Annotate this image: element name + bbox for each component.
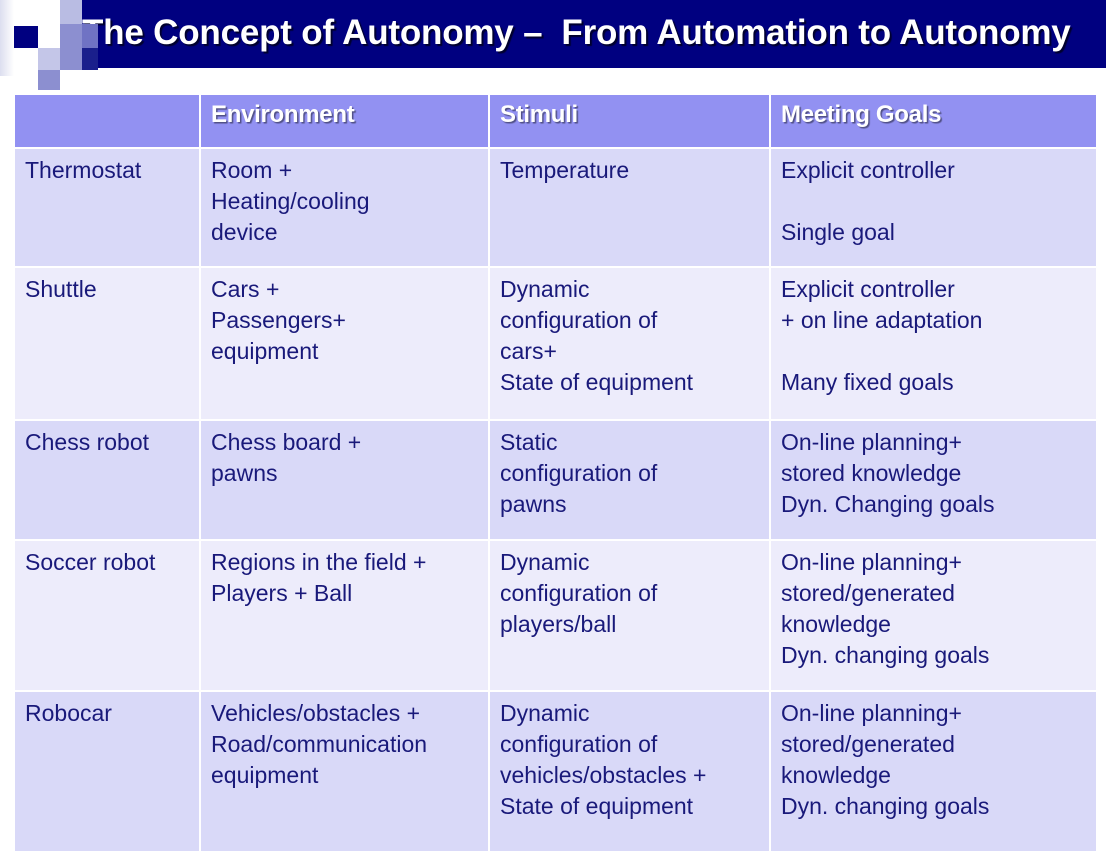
row-label-thermostat: Thermostat [15,149,199,266]
mosaic-square [60,0,82,24]
row-label-chess-robot: Chess robot [15,421,199,539]
mosaic-square [38,70,60,90]
table-row: Soccer robot Regions in the field + Play… [15,541,1096,690]
cell-environment: Chess board + pawns [201,421,488,539]
cell-meeting-goals: Explicit controller Single goal [771,149,1096,266]
autonomy-comparison-table: Environment Stimuli Meeting Goals Thermo… [13,93,1098,853]
cell-meeting-goals: Explicit controller + on line adaptation… [771,268,1096,419]
table-header-row: Environment Stimuli Meeting Goals [15,95,1096,147]
cell-stimuli: Dynamic configuration of players/ball [490,541,769,690]
cell-meeting-goals: On-line planning+ stored/generated knowl… [771,541,1096,690]
decorative-square-mosaic [0,0,110,90]
cell-environment: Cars + Passengers+ equipment [201,268,488,419]
cell-stimuli: Dynamic configuration of cars+ State of … [490,268,769,419]
table-row: Thermostat Room + Heating/cooling device… [15,149,1096,266]
mosaic-square [82,48,98,70]
row-label-robocar: Robocar [15,692,199,851]
cell-environment: Vehicles/obstacles + Road/communication … [201,692,488,851]
column-header-stimuli: Stimuli [490,95,769,147]
mosaic-square [38,48,60,70]
table-row: Chess robot Chess board + pawns Static c… [15,421,1096,539]
cell-stimuli: Temperature [490,149,769,266]
mosaic-square [82,24,98,48]
table-row: Shuttle Cars + Passengers+ equipment Dyn… [15,268,1096,419]
slide-title: The Concept of Autonomy – From Automatio… [82,13,1071,52]
table-row: Robocar Vehicles/obstacles + Road/commun… [15,692,1096,851]
column-header-meeting-goals: Meeting Goals [771,95,1096,147]
row-label-shuttle: Shuttle [15,268,199,419]
mosaic-square [14,26,38,48]
row-label-soccer-robot: Soccer robot [15,541,199,690]
mosaic-square [60,48,82,70]
cell-environment: Regions in the field + Players + Ball [201,541,488,690]
cell-environment: Room + Heating/cooling device [201,149,488,266]
table-body: Thermostat Room + Heating/cooling device… [15,149,1096,851]
column-header-environment: Environment [201,95,488,147]
mosaic-square [0,0,14,76]
table-header: Environment Stimuli Meeting Goals [15,95,1096,147]
cell-stimuli: Dynamic configuration of vehicles/obstac… [490,692,769,851]
mosaic-square [60,24,82,48]
cell-meeting-goals: On-line planning+ stored/generated knowl… [771,692,1096,851]
cell-meeting-goals: On-line planning+ stored knowledge Dyn. … [771,421,1096,539]
title-banner [71,0,1106,68]
cell-stimuli: Static configuration of pawns [490,421,769,539]
column-header-blank [15,95,199,147]
